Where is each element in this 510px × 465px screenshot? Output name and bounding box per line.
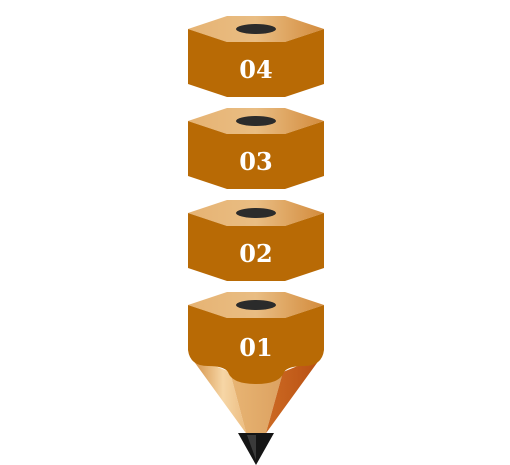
- pencil-segment-01: 01: [188, 292, 324, 465]
- segment-label-01: 01: [239, 333, 272, 362]
- cone-middle-facet: [230, 372, 283, 447]
- graphite-core-icon: [236, 300, 276, 310]
- pencil-segment-03: 03: [188, 108, 324, 189]
- graphite-core-icon: [236, 116, 276, 126]
- pencil-tip-cone: [190, 356, 322, 447]
- graphite-core-icon: [236, 208, 276, 218]
- segment-front-face: [188, 29, 324, 97]
- segment-front-face: [188, 213, 324, 281]
- cone-right-facet: [256, 356, 322, 447]
- graphite-core-icon: [236, 24, 276, 34]
- segment-label-02: 02: [239, 239, 272, 268]
- segment-front-face: [188, 121, 324, 189]
- segment-label-03: 03: [239, 147, 272, 176]
- segment-front-face: [188, 305, 324, 384]
- graphite-lead-highlight: [247, 435, 256, 460]
- pencil-segment-04: 04: [188, 16, 324, 97]
- cone-left-facet: [190, 356, 256, 447]
- pencil-segment-02: 02: [188, 200, 324, 281]
- segment-label-04: 04: [239, 55, 272, 84]
